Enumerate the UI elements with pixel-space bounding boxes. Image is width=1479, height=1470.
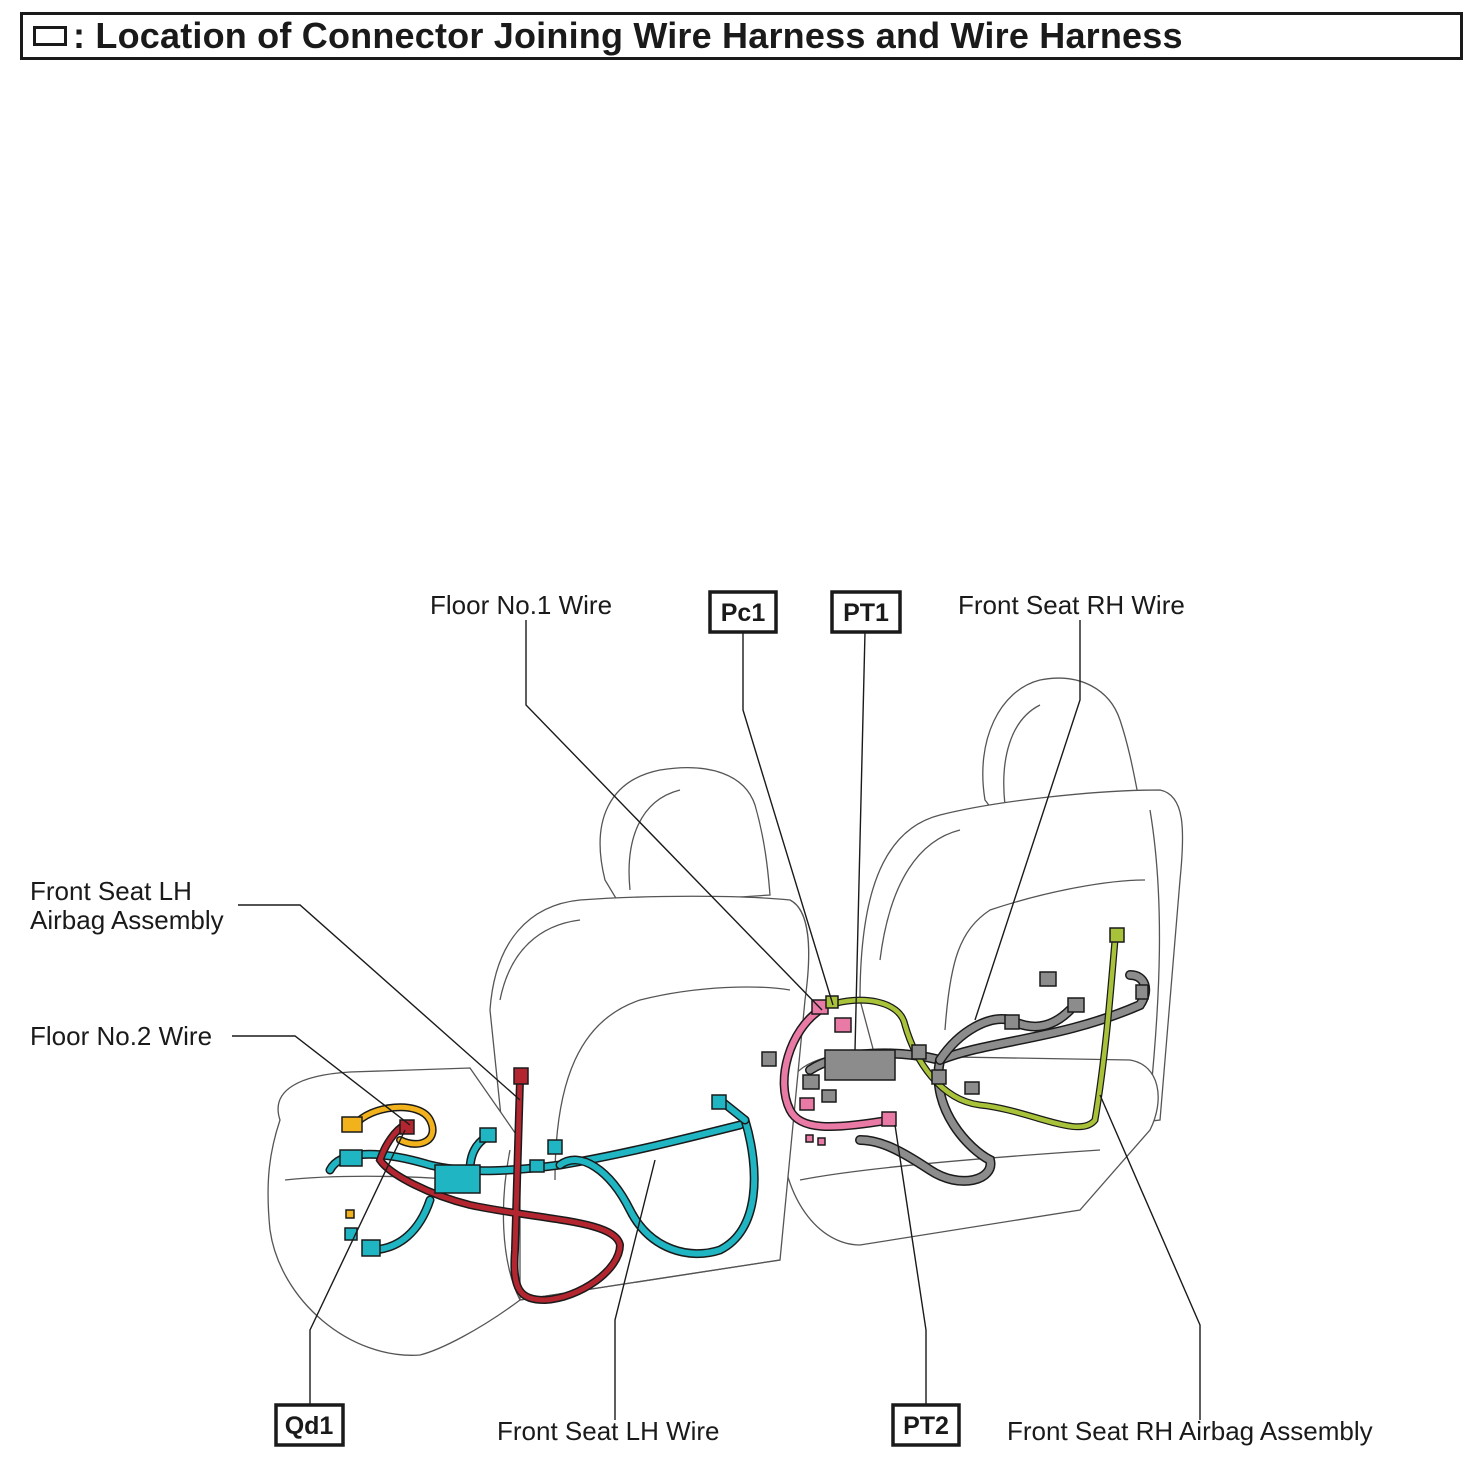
- title-bar: : Location of Connector Joining Wire Har…: [20, 12, 1463, 60]
- floor-no1-wire-label: Floor No.1 Wire: [430, 590, 612, 620]
- connector-pt1-callout: PT1: [830, 590, 902, 634]
- front-seat-lh-airbag-label-line2: Airbag Assembly: [30, 905, 224, 935]
- page-title: : Location of Connector Joining Wire Har…: [73, 15, 1183, 56]
- connector-pt1-code: PT1: [843, 599, 889, 627]
- front-seat-lh-airbag-label-line1: Front Seat LH: [30, 876, 192, 906]
- connector-qd1-code: Qd1: [285, 1412, 334, 1440]
- left-seat: [267, 767, 810, 1356]
- front-seat-rh-airbag-assembly-label: Front Seat RH Airbag Assembly: [1007, 1416, 1373, 1446]
- connector-pc1-callout: Pc1: [708, 590, 778, 634]
- connector-pt2-code: PT2: [903, 1412, 949, 1440]
- connector-pc1-code: Pc1: [721, 599, 766, 627]
- front-seat-rh-connectors: [761, 927, 1149, 1146]
- leader-lines: [232, 620, 1201, 1420]
- connector-qd1-callout: Qd1: [274, 1403, 345, 1447]
- front-seat-rh-wire-label: Front Seat RH Wire: [958, 590, 1185, 620]
- connector-pt2-callout: PT2: [891, 1403, 961, 1447]
- front-seat-lh-connectors: [339, 1067, 727, 1257]
- connector-legend-icon: [33, 26, 67, 46]
- floor-no2-wire-label: Floor No.2 Wire: [30, 1021, 212, 1051]
- front-seat-lh-wire-label: Front Seat LH Wire: [497, 1416, 720, 1446]
